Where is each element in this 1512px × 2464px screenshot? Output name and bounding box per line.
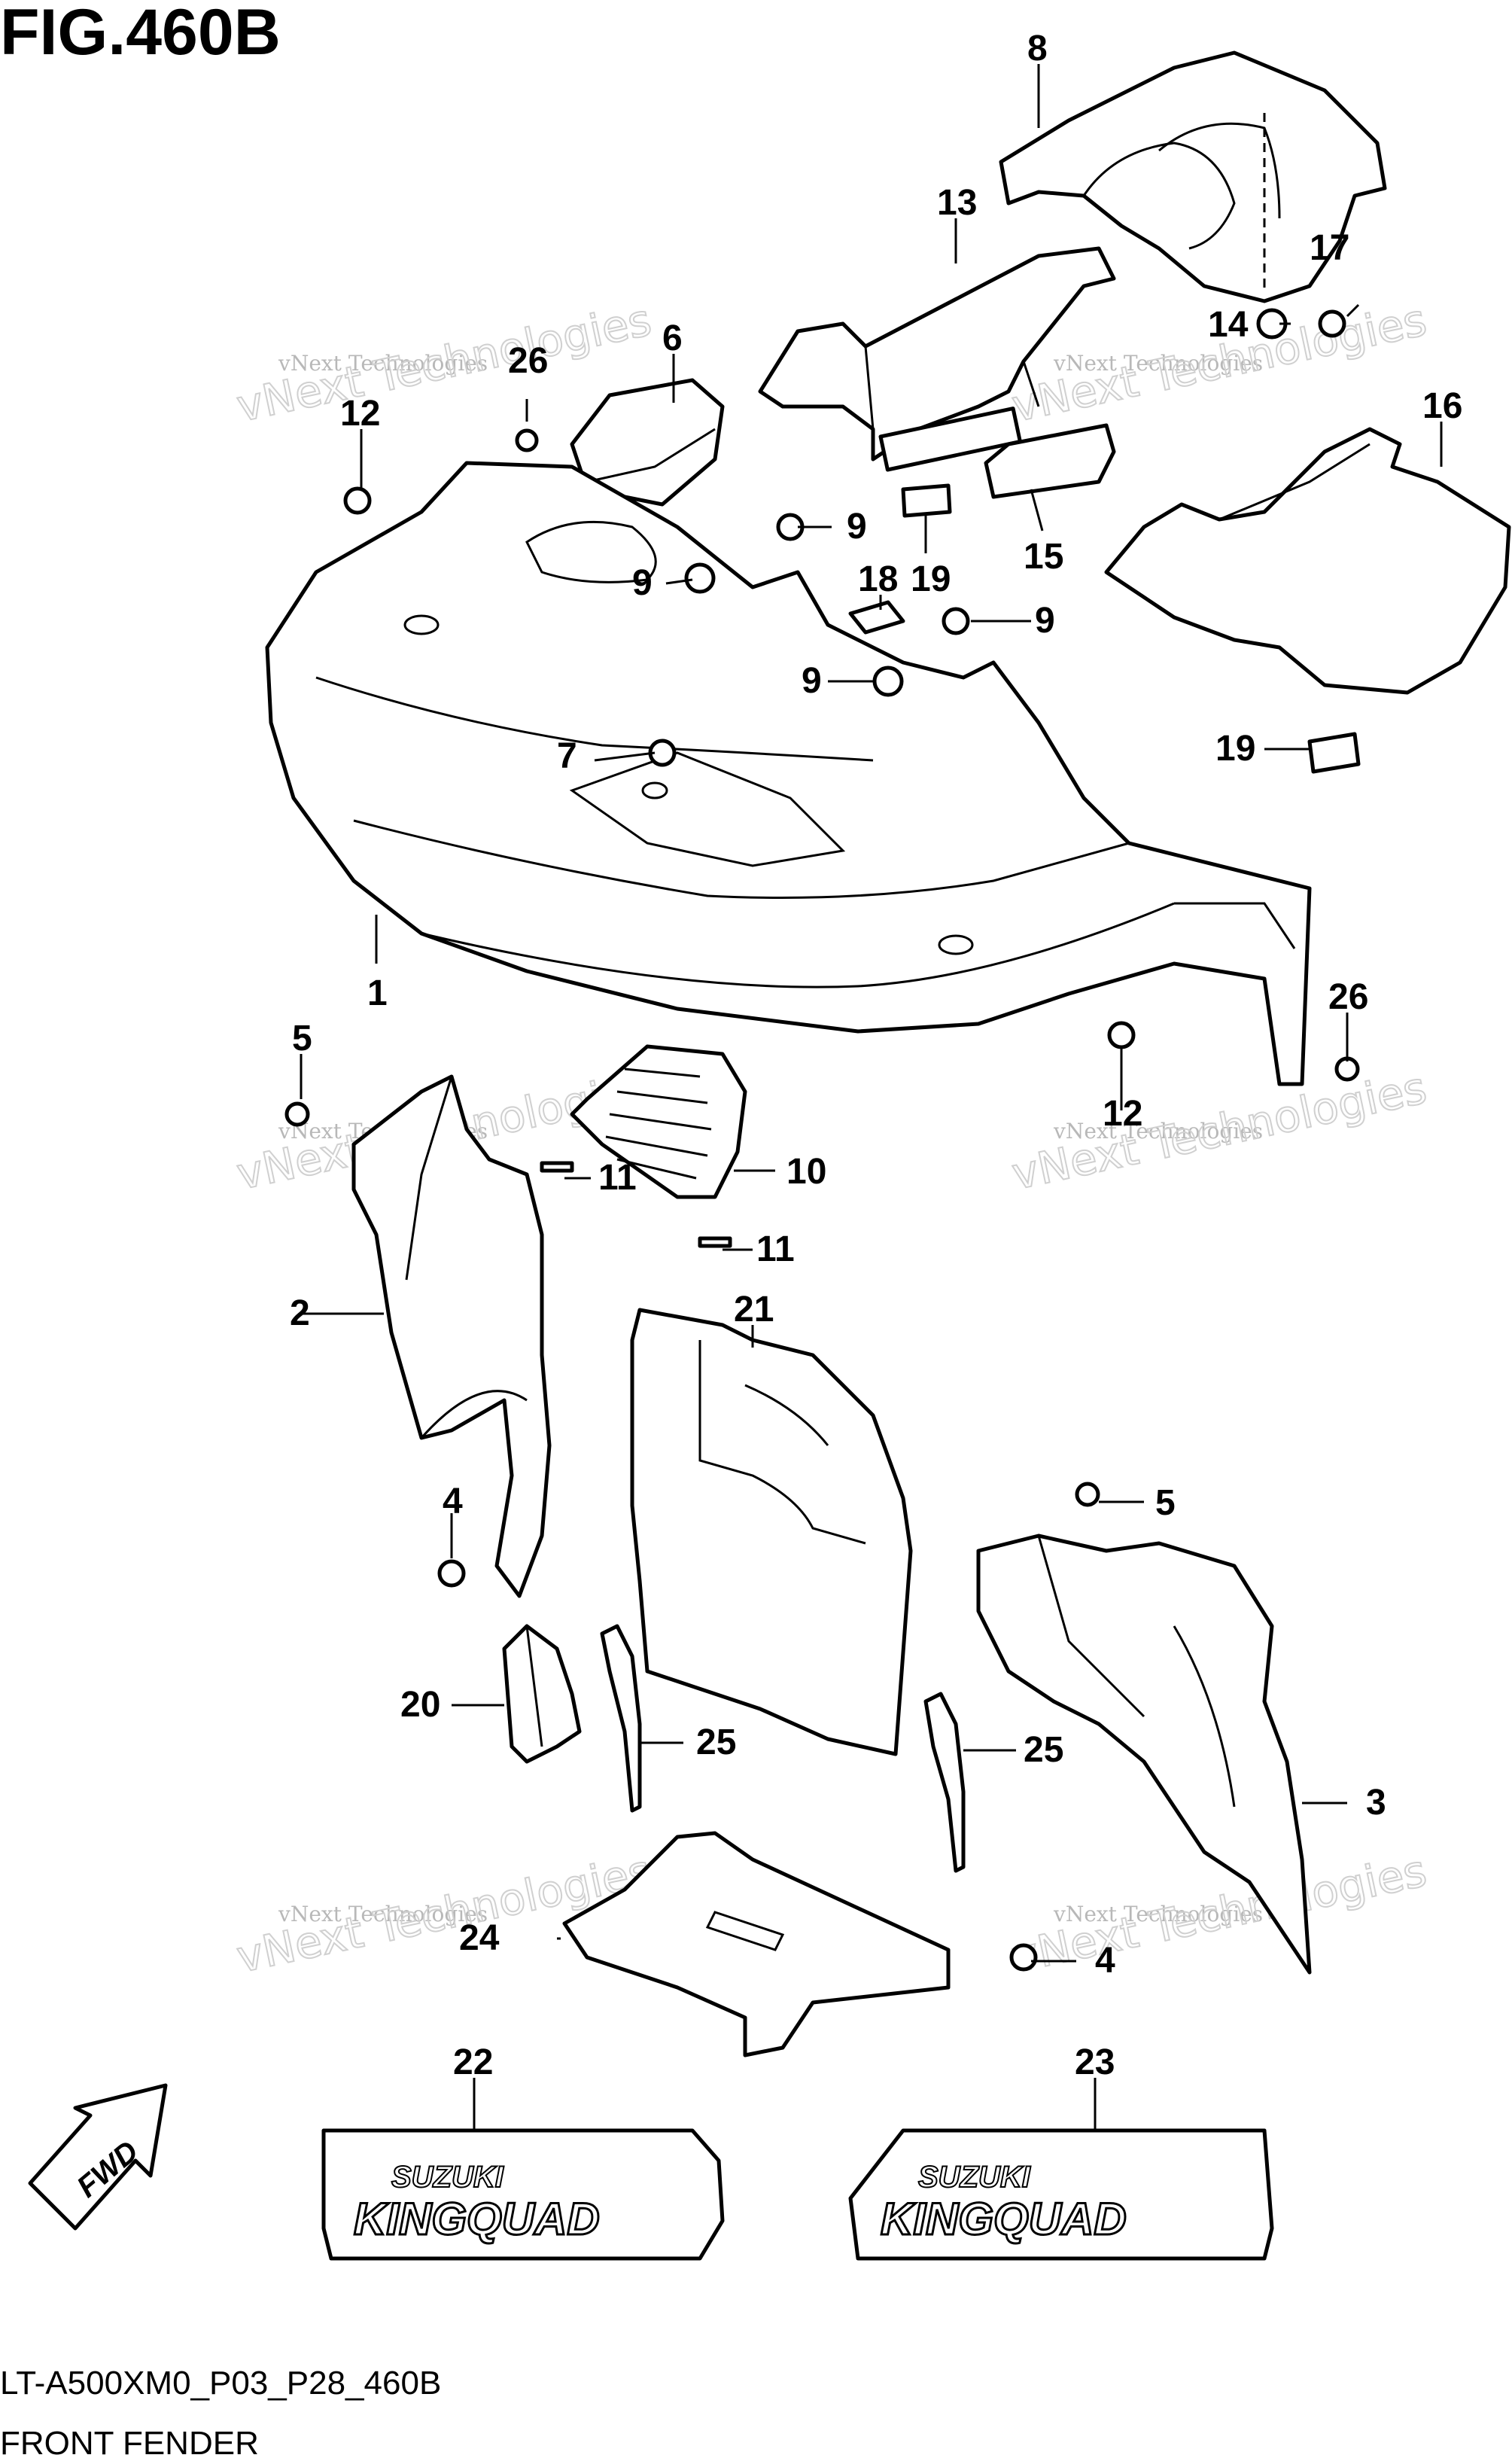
part-24-skid-plate[interactable] [562, 1831, 951, 2057]
callout-9d: 9 [802, 661, 822, 701]
callout-14: 14 [1208, 305, 1249, 345]
callout-25b: 25 [1024, 1730, 1063, 1770]
decal-23-right-emblem[interactable]: SUZUKI KINGQUAD [848, 2128, 1274, 2261]
callout-5a: 5 [292, 1019, 312, 1058]
decal-22-left-emblem[interactable]: SUZUKI KINGQUAD [321, 2128, 725, 2261]
callout-6: 6 [662, 318, 683, 358]
watermark-top-left: vNext Technologies vNext Technologies [232, 294, 656, 433]
part-13-bracket[interactable] [758, 246, 1116, 472]
svg-text:vNext Technologies: vNext Technologies [1053, 1902, 1263, 1926]
figure-name: FRONT FENDER [0, 2425, 259, 2462]
emblem-brand: SUZUKI [918, 2161, 1031, 2194]
part-15-pad[interactable] [984, 423, 1116, 499]
callout-2: 2 [290, 1293, 310, 1333]
part-10-grille[interactable] [570, 1044, 747, 1199]
callout-17: 17 [1310, 228, 1349, 268]
callout-19b: 19 [1215, 729, 1255, 769]
callout-26b: 26 [1328, 977, 1368, 1017]
callout-4a: 4 [443, 1482, 463, 1521]
svg-text:vNext Technologies: vNext Technologies [278, 1902, 488, 1926]
fwd-arrow-icon: FWD [28, 2083, 168, 2231]
callout-23: 23 [1075, 2042, 1115, 2082]
callout-9c: 9 [1035, 601, 1055, 641]
emblem-brand: SUZUKI [391, 2161, 504, 2194]
svg-text:vNext Technologies: vNext Technologies [1053, 1119, 1263, 1144]
callout-labels: 1 2 3 4 4 5 5 6 7 8 9 9 9 9 10 11 11 12 … [290, 29, 1462, 2082]
callout-25a: 25 [696, 1722, 736, 1762]
callout-11b: 11 [756, 1229, 795, 1269]
part-18-square[interactable] [848, 600, 905, 635]
emblem-model: KINGQUAD [881, 2194, 1127, 2244]
part-21-inner-panel[interactable] [630, 1308, 913, 1756]
callout-9b: 9 [847, 507, 867, 547]
part-3-right-inner-guard[interactable] [976, 1534, 1312, 1975]
callout-16: 16 [1422, 386, 1462, 426]
callout-18: 18 [858, 559, 898, 599]
callout-19a: 19 [911, 559, 951, 599]
part-19-block-b[interactable] [1307, 732, 1361, 774]
callout-3: 3 [1366, 1783, 1386, 1823]
part-20-bracket[interactable] [502, 1624, 582, 1764]
callout-12a: 12 [340, 394, 380, 434]
emblem-model: KINGQUAD [354, 2194, 600, 2244]
callout-7: 7 [557, 736, 577, 776]
part-16-side-panel[interactable] [1104, 427, 1511, 695]
callout-21: 21 [734, 1290, 774, 1329]
callout-10: 10 [786, 1152, 826, 1192]
part-8-cover[interactable] [999, 50, 1387, 303]
callout-13: 13 [937, 183, 977, 223]
leader-lines [300, 64, 1443, 2130]
callout-11a: 11 [598, 1158, 637, 1198]
callout-9a: 9 [632, 563, 653, 603]
part-25-strap-left[interactable] [600, 1624, 642, 1813]
figure-code: LT-A500XM0_P03_P28_460B [0, 2365, 441, 2402]
callout-5b: 5 [1155, 1483, 1176, 1523]
callout-4b: 4 [1095, 1941, 1115, 1981]
part-2-left-inner-guard[interactable] [351, 1074, 552, 1598]
part-25-strap-right[interactable] [923, 1692, 966, 1873]
part-19-block-a[interactable] [901, 483, 952, 518]
figure-title: FIG.460B [0, 0, 281, 69]
callout-20: 20 [400, 1685, 440, 1725]
callout-24: 24 [459, 1918, 500, 1958]
callout-22: 22 [453, 2042, 493, 2082]
part-6-lid[interactable] [570, 378, 725, 507]
callout-15: 15 [1024, 537, 1063, 577]
callout-1: 1 [367, 973, 388, 1013]
svg-text:vNext Technologies: vNext Technologies [1053, 351, 1263, 376]
callout-26a: 26 [508, 341, 548, 381]
fastener-clips [284, 308, 1360, 1972]
callout-8: 8 [1027, 29, 1048, 69]
callout-12b: 12 [1103, 1094, 1142, 1134]
svg-text:vNext Technologies: vNext Technologies [278, 351, 488, 376]
watermark-mid-right: vNext Technologies vNext Technologies [1007, 1061, 1431, 1201]
part-1-front-fender[interactable] [265, 461, 1312, 1086]
